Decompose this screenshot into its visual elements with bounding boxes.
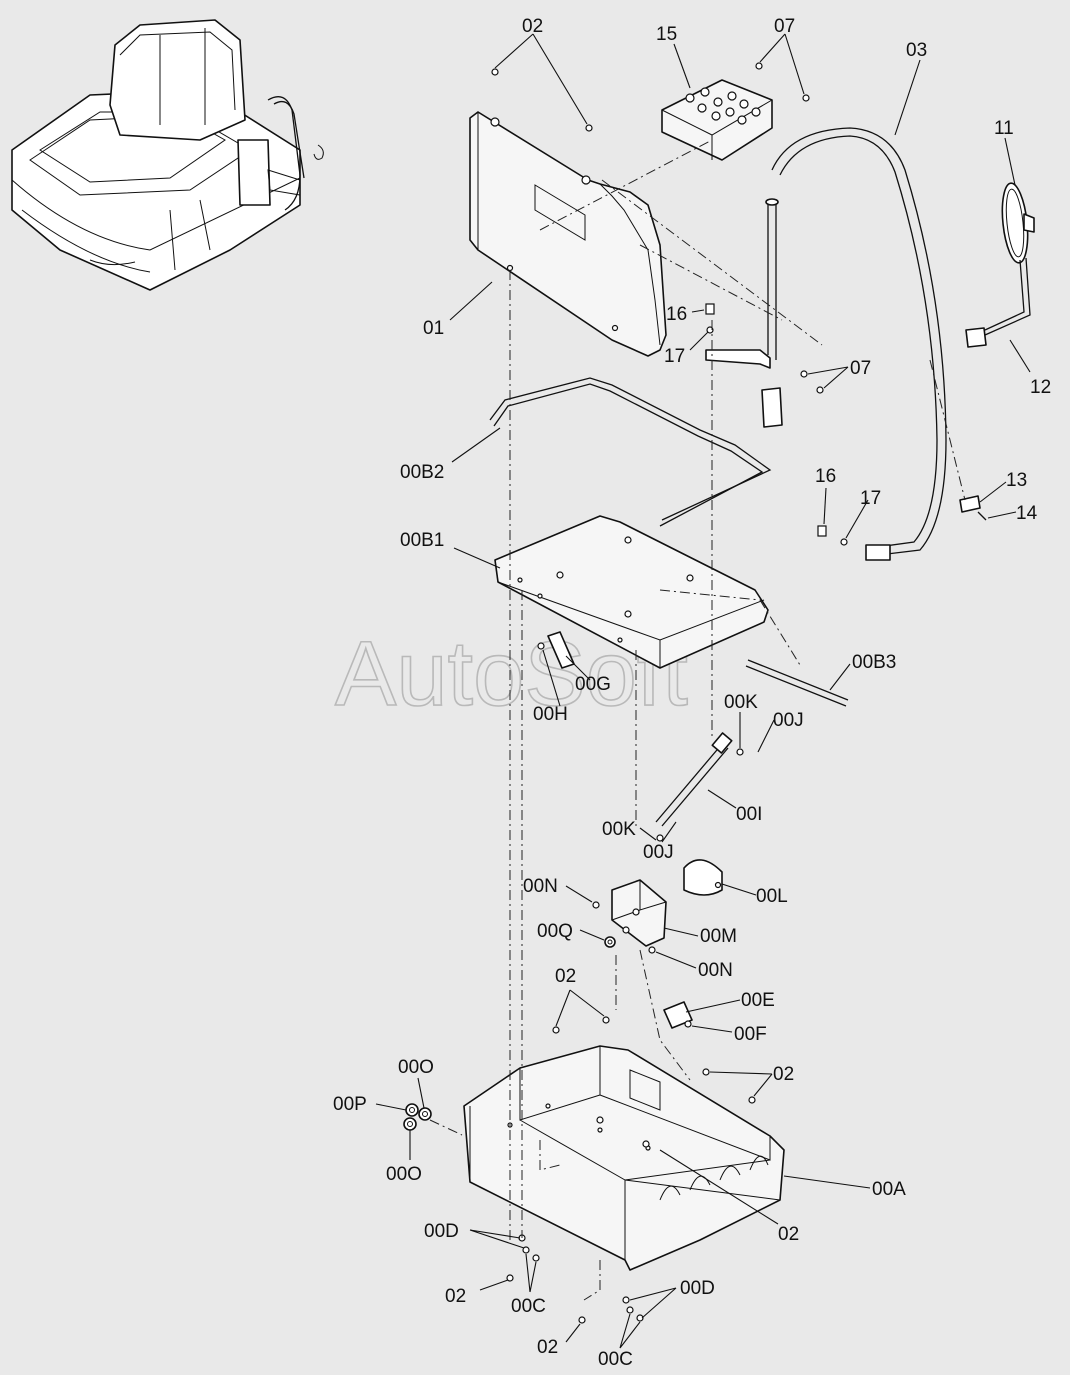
- label-00Q: 00Q: [537, 921, 573, 942]
- fasteners: [491, 62, 848, 1324]
- part-01-cover-lid: [469, 111, 667, 357]
- label-00N: 00N: [523, 876, 558, 897]
- label-00K: 00K: [602, 819, 636, 840]
- label-16: 16: [815, 466, 836, 487]
- label-02: 02: [773, 1064, 794, 1085]
- part-labels: 02 15 07 03 11 16 17 01 07 12 00B2 16 17…: [333, 16, 1051, 1370]
- part-00Q-grommet: [604, 936, 616, 948]
- part-14-bolt: [977, 511, 987, 521]
- label-16: 16: [666, 304, 687, 325]
- label-00K: 00K: [724, 692, 758, 713]
- label-03: 03: [906, 40, 927, 61]
- label-17: 17: [860, 488, 881, 509]
- label-00J: 00J: [773, 710, 804, 731]
- part-03-grab-rail: [705, 127, 947, 561]
- label-00B2: 00B2: [400, 462, 444, 483]
- label-00B3: 00B3: [852, 652, 896, 673]
- label-02: 02: [778, 1224, 799, 1245]
- part-00B3-seal-strip: [745, 659, 849, 707]
- part-11-mirror: [1001, 182, 1035, 264]
- label-11: 11: [994, 118, 1014, 139]
- label-02: 02: [537, 1337, 558, 1358]
- part-00O-washer: [418, 1107, 432, 1121]
- part-13-clamp: [959, 495, 981, 513]
- label-00F: 00F: [734, 1024, 767, 1045]
- label-00O: 00O: [398, 1057, 434, 1078]
- label-00M: 00M: [700, 926, 737, 947]
- part-00H-bolt: [537, 642, 545, 650]
- part-15-mounting-block: [661, 79, 773, 161]
- label-00A: 00A: [872, 1179, 906, 1200]
- part-00N-bolt: [648, 946, 656, 954]
- label-15: 15: [656, 24, 677, 45]
- part-00F-bolt: [684, 1020, 692, 1028]
- label-00B1: 00B1: [400, 530, 444, 551]
- part-00N-bolt: [592, 901, 600, 909]
- label-00G: 00G: [575, 674, 611, 695]
- machine-overview-illustration: [11, 19, 324, 291]
- part-00L-cap: [683, 859, 723, 896]
- label-00D: 00D: [680, 1278, 715, 1299]
- leader-lines: [375, 33, 1031, 1349]
- part-00B2-seal-frame: [489, 377, 772, 527]
- label-07: 07: [850, 358, 871, 379]
- label-00J: 00J: [643, 842, 674, 863]
- label-00C: 00C: [511, 1296, 546, 1317]
- label-00H: 00H: [533, 704, 568, 725]
- label-02: 02: [522, 16, 543, 37]
- label-17: 17: [664, 346, 685, 367]
- label-00L: 00L: [756, 886, 788, 907]
- part-00P-grommet: [405, 1103, 419, 1117]
- part-00I-gas-spring: [655, 732, 744, 842]
- label-00C: 00C: [598, 1349, 633, 1370]
- label-00N: 00N: [698, 960, 733, 981]
- label-02: 02: [445, 1286, 466, 1307]
- label-00D: 00D: [424, 1221, 459, 1242]
- part-00E-latch: [663, 1001, 693, 1029]
- label-02: 02: [555, 966, 576, 987]
- part-00M-bracket: [611, 879, 667, 947]
- label-01: 01: [423, 318, 444, 339]
- part-00B1-cover-plate: [494, 515, 769, 669]
- label-12: 12: [1030, 377, 1051, 398]
- label-00E: 00E: [741, 990, 775, 1011]
- part-00O-washer: [403, 1117, 417, 1131]
- label-00I: 00I: [736, 804, 762, 825]
- label-14: 14: [1016, 503, 1038, 524]
- label-07: 07: [774, 16, 795, 37]
- label-00P: 00P: [333, 1094, 367, 1115]
- alignment-lines: [429, 139, 966, 1301]
- label-00O: 00O: [386, 1164, 422, 1185]
- part-12-mirror-stay: [965, 257, 1031, 348]
- label-13: 13: [1006, 470, 1027, 491]
